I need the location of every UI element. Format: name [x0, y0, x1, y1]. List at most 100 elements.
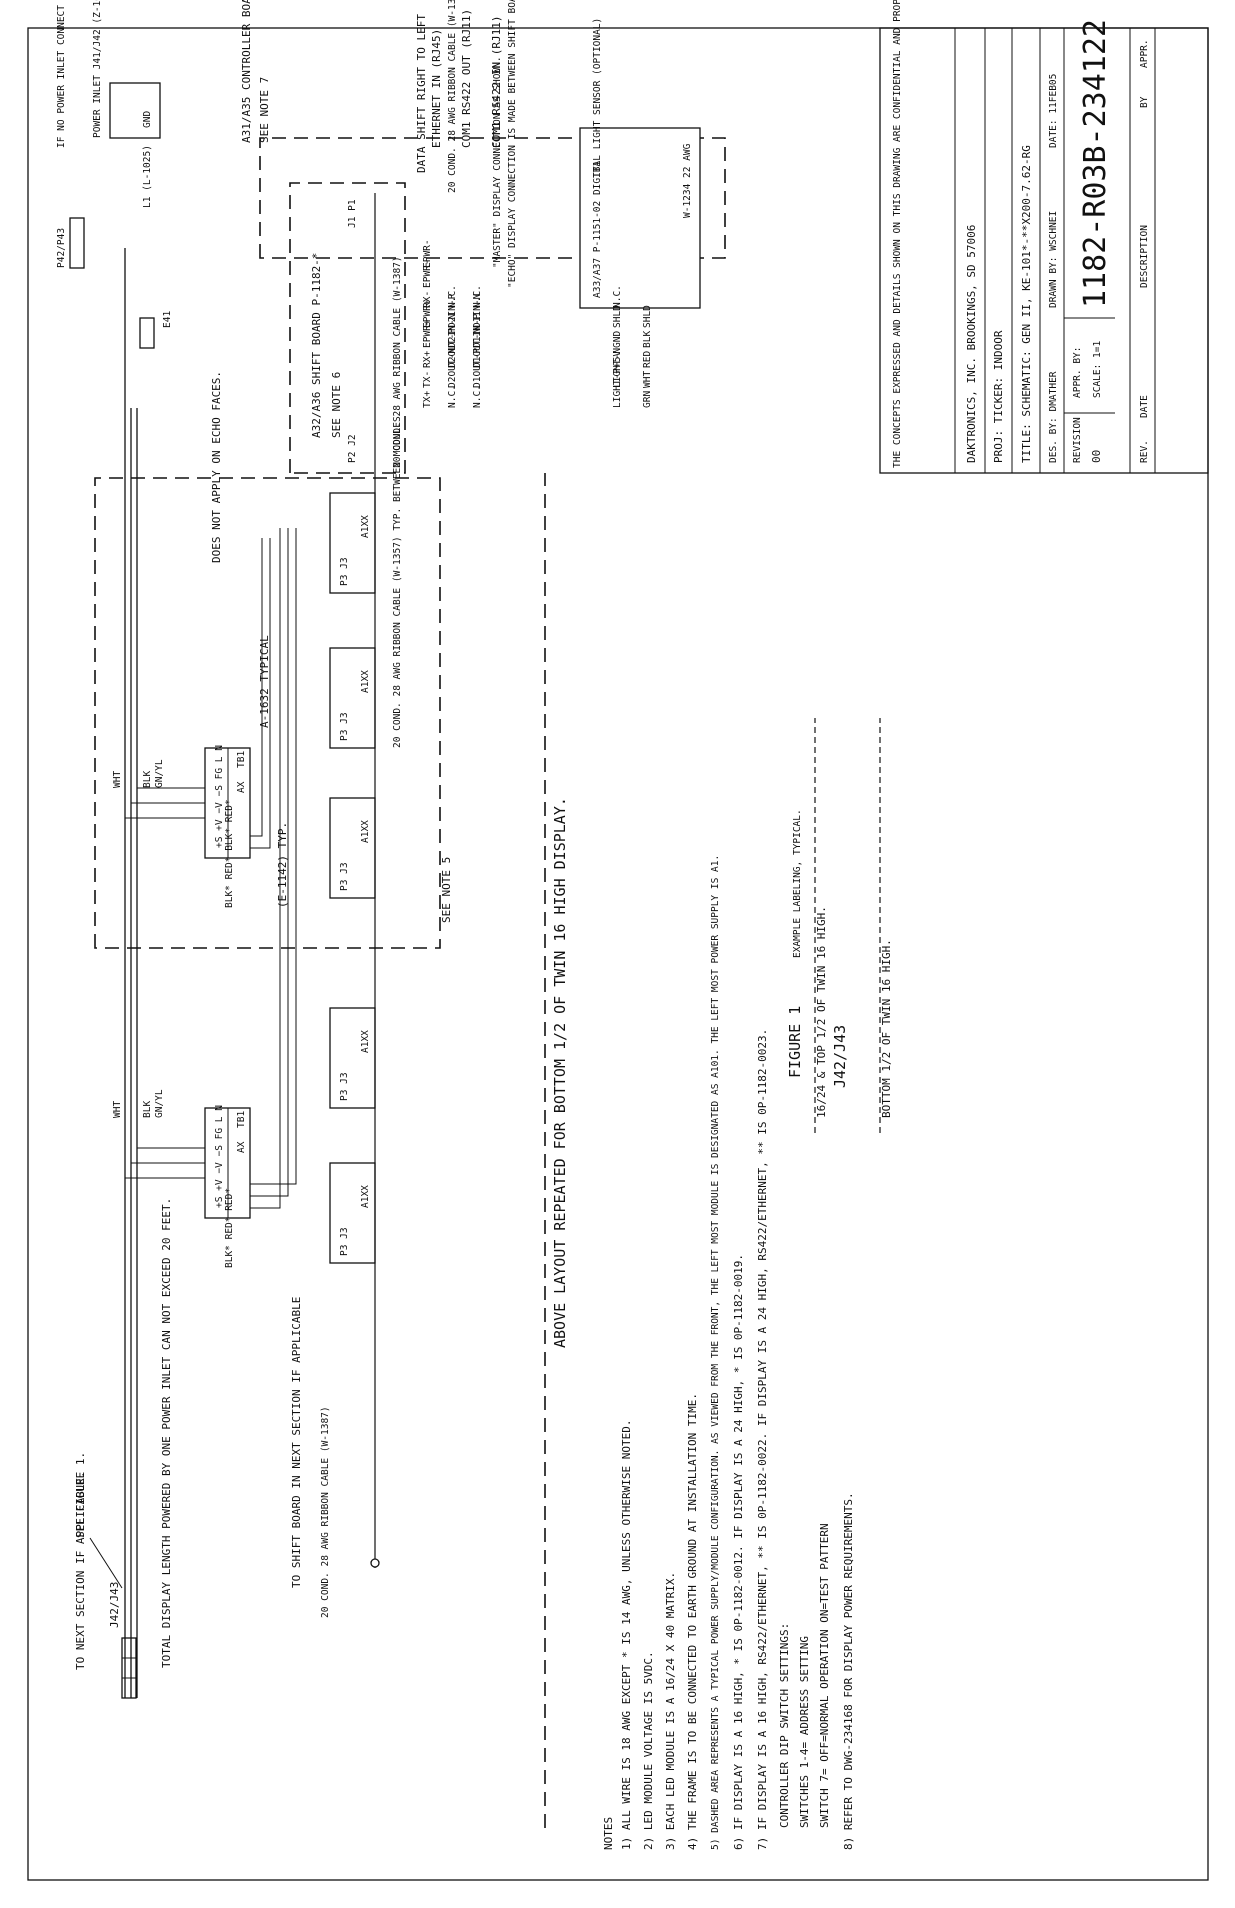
- scale-text: SCALE: 1=1: [1092, 341, 1103, 398]
- notes-heading: NOTES: [602, 1817, 615, 1850]
- j42-label: J42/J43: [108, 1582, 121, 1628]
- svg-text:BLK* RED* BLK* RED*: BLK* RED* BLK* RED*: [224, 799, 235, 908]
- svg-text:P2 J2: P2 J2: [347, 434, 358, 463]
- ribbon-mid-label: 20 COND. 28 AWG RIBBON CABLE (W-1387): [392, 256, 403, 468]
- u1-pin-5: SHLD: [612, 305, 623, 328]
- e41-label: E41: [162, 311, 173, 328]
- note-dip: CONTROLLER DIP SWITCH SETTINGS:: [778, 1623, 791, 1828]
- rev-header-by: BY: [1139, 96, 1150, 108]
- module-2: P3 J3 A1XX: [329, 1007, 376, 1109]
- controller-board: A31/A35 CONTROLLER BOARD P-1182-** SEE N…: [240, 0, 726, 259]
- typical-section-box: [94, 477, 441, 949]
- confidential-text: THE CONCEPTS EXPRESSED AND DETAILS SHOWN…: [892, 0, 903, 468]
- see-figure-label: SEE FIGURE 1.: [74, 1452, 87, 1538]
- sensor-wire-4: BLK: [642, 331, 653, 348]
- rev-header-appr: APPR.: [1139, 39, 1150, 68]
- j6-ethernet-pins: TX+ TX- RX+ EPWR+ EPWR+ RX- EPWR- EPWR-: [422, 239, 433, 408]
- see-figure-leader: [89, 1537, 123, 1589]
- drawing-number: 1182-R03B-234122: [1078, 19, 1113, 308]
- u1-pin-2: LIGHT-N: [612, 348, 623, 388]
- e41-ground: E41: [139, 311, 173, 349]
- module-3: P3 J3 A1XX: [329, 797, 376, 899]
- rev-header-date: DATE: [1139, 395, 1150, 418]
- shift-board: A32/A36 SHIFT BOARD P-1182-* SEE NOTE 6 …: [289, 182, 406, 474]
- figure-top-label: 16/24 & TOP 1/2 OF TWIN 16 HIGH.: [815, 906, 828, 1118]
- tb1-label: TB1: [592, 161, 603, 178]
- j6-pin-8: EPWR-: [422, 239, 433, 268]
- j6-pin-1: TX+: [422, 391, 433, 408]
- j6-pin-7: EPWR-: [422, 259, 433, 288]
- title-block: THE CONCEPTS EXPRESSED AND DETAILS SHOWN…: [879, 0, 1209, 474]
- ps1-ax-label: AX: [236, 1141, 247, 1153]
- wht-label-2: WHT: [112, 771, 123, 788]
- j5-pin-3: D1OUT-N: [472, 328, 483, 368]
- svg-text:P3 J3: P3 J3: [339, 1072, 350, 1101]
- rev-header-description: DESCRIPTION: [1139, 225, 1150, 288]
- gnyl-label-1: GN/YL: [154, 1089, 165, 1118]
- ribbon-left-node: [370, 1558, 380, 1568]
- drawn-by-text: DRAWN BY: WSCHNEI: [1048, 211, 1059, 308]
- ribbon-right-label: 20 COND. 28 AWG RIBBON CABLE (W-1387): [447, 0, 458, 193]
- svg-text:P3 J3: P3 J3: [339, 862, 350, 891]
- figure-1: FIGURE 1 EXAMPLE LABELING, TYPICAL. 16/2…: [786, 718, 893, 1133]
- svg-text:+S +V −V −S FG L N: +S +V −V −S FG L N: [214, 745, 225, 848]
- see-note6-label: SEE NOTE 6: [330, 372, 343, 438]
- j4-pin-5: D2IN-P: [447, 293, 458, 328]
- drawing-border: [27, 27, 1209, 1881]
- module-5-label: A1XX: [360, 515, 371, 538]
- light-sensor-label: A33/A37 P-1151-02 DIGITAL LIGHT SENSOR (…: [592, 18, 603, 298]
- ps-feed-drops: [125, 787, 205, 1179]
- see-note7-label: SEE NOTE 7: [258, 77, 271, 143]
- sensor-wire-5: SHLD: [642, 305, 653, 328]
- u1-pin-6: N.C.: [612, 285, 623, 308]
- module-1-label: A1XX: [360, 1185, 371, 1208]
- revision-label: REVISION: [1072, 417, 1083, 463]
- module-1: P3 J3 A1XX: [329, 1162, 376, 1264]
- wht-label-1: WHT: [112, 1101, 123, 1118]
- above-layout-label: ABOVE LAYOUT REPEATED FOR BOTTOM 1/2 OF …: [551, 797, 569, 1348]
- no-power-label: IF NO POWER INLET CONNECT TO J42 OF PREV…: [56, 0, 67, 148]
- note-8: 8) REFER TO DWG-234168 FOR DISPLAY POWER…: [842, 1492, 855, 1850]
- svg-text:P3 J3: P3 J3: [339, 712, 350, 741]
- svg-text:+S +V −V −S FG L N: +S +V −V −S FG L N: [214, 1105, 225, 1208]
- sensor-wire-1: GRN: [642, 391, 653, 408]
- svg-text:J1 P1: J1 P1: [347, 199, 358, 228]
- figure-j-label: J42/J43: [831, 1025, 849, 1088]
- note-3: 3) EACH LED MODULE IS A 16/24 X 40 MATRI…: [664, 1572, 677, 1850]
- blk-label-1: BLK: [142, 1101, 153, 1118]
- p42-label: P42/P43: [56, 228, 67, 268]
- j5-pin-5: D1IN-N: [472, 293, 483, 328]
- j6-pin-5: EPWR+: [422, 299, 433, 328]
- module-2-label: A1XX: [360, 1030, 371, 1053]
- figure-subtitle: EXAMPLE LABELING, TYPICAL.: [792, 809, 803, 958]
- power-supply-2: +S +V −V −S FG L N AX TB1: [204, 745, 251, 859]
- j6-pin-4: EPWR+: [422, 319, 433, 348]
- power-inlet-label: POWER INLET J41/J42 (Z-1014): [92, 0, 103, 138]
- note-6: 6) IF DISPLAY IS A 16 HIGH, * IS 0P-1182…: [732, 1254, 745, 1850]
- notes-block: NOTES 1) ALL WIRE IS 18 AWG EXCEPT * IS …: [602, 855, 855, 1850]
- shift-board-label: A32/A36 SHIFT BOARD P-1182-*: [310, 253, 323, 438]
- ps2-ax-label: AX: [236, 781, 247, 793]
- ps1-tb1-label: TB1: [236, 1111, 247, 1128]
- com1-in-label: COM1 RS422 IN (RJ11): [490, 16, 503, 148]
- ethernet-label: ETHERNET IN (RJ45): [430, 29, 443, 148]
- sensor-wire-colors: GRN WHT RED BLK SHLD: [642, 305, 653, 408]
- gnd-label: GND: [142, 111, 153, 128]
- svg-text:P3 J3: P3 J3: [339, 1227, 350, 1256]
- u1-pin-3: +5V: [612, 351, 623, 368]
- see-note5-label: SEE NOTE 5: [440, 857, 453, 923]
- total-display-label: TOTAL DISPLAY LENGTH POWERED BY ONE POWE…: [160, 1198, 173, 1668]
- controller-board-label: A31/A35 CONTROLLER BOARD P-1182-**: [240, 0, 253, 143]
- sensor-wire-3: RED: [642, 351, 653, 368]
- j5-pin-4: D1IN-P: [472, 313, 483, 348]
- com1-out-label: COM1 RS422 OUT (RJ11): [460, 9, 473, 148]
- project-text: PROJ: TICKER: INDOOR: [992, 330, 1005, 463]
- j5-pin-6: N.C.: [472, 285, 483, 308]
- des-by-text: DES. BY: DMATHER: [1048, 371, 1059, 463]
- to-next-section-label: TO NEXT SECTION IF APPLICABLE.: [74, 1471, 87, 1670]
- blk-label-2: BLK: [142, 771, 153, 788]
- power-supply-1: +S +V −V −S FG L N AX TB1: [204, 1105, 251, 1219]
- to-shift-board-label: TO SHIFT BOARD IN NEXT SECTION IF APPLIC…: [290, 1297, 303, 1588]
- note-4: 4) THE FRAME IS TO BE CONNECTED TO EARTH…: [686, 1393, 699, 1850]
